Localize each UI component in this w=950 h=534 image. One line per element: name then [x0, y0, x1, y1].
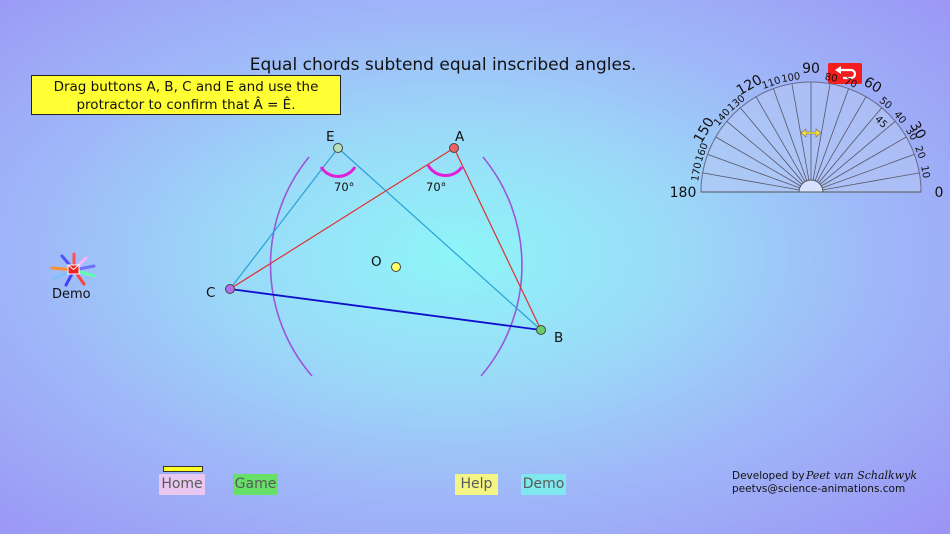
protractor-inner-label: 20 [912, 145, 927, 161]
point-e-label: E [326, 129, 335, 145]
line-e-c [229, 147, 339, 290]
demo-side-label: Demo [52, 287, 91, 302]
protractor-spoke [755, 96, 806, 182]
point-c-handle[interactable] [225, 284, 235, 294]
page-title: Equal chords subtend equal inscribed ang… [249, 55, 637, 75]
game-button[interactable]: Game [233, 474, 278, 495]
protractor-spoke [773, 88, 808, 181]
developed-by-label: Developed by [732, 470, 805, 482]
angle-e-value: 70° [334, 180, 354, 194]
line-a-b [453, 147, 542, 331]
protractor-spoke [814, 88, 849, 181]
protractor-inner-label: 100 [781, 71, 802, 85]
developer-email: peetvs@science-animations.com [732, 483, 906, 495]
angle-marker-e [319, 166, 357, 178]
demo-button[interactable]: Demo [521, 474, 566, 495]
angle-a-value: 70° [426, 180, 446, 194]
protractor-spoke [791, 83, 810, 181]
protractor-outer-label: 90 [802, 61, 820, 77]
protractor-inner-label: 80 [824, 72, 838, 85]
point-e-handle[interactable] [333, 143, 343, 153]
point-a-label: A [455, 129, 465, 145]
demo-side-button[interactable] [48, 252, 100, 288]
protractor-inner-label: 70 [843, 76, 859, 91]
circle-arc-left [269, 156, 313, 377]
line-e-b [337, 147, 542, 331]
protractor-outer-label: 180 [670, 185, 697, 201]
protractor-spoke [726, 120, 803, 185]
protractor-spoke [822, 172, 920, 191]
protractor-outer-label: 30 [906, 119, 929, 142]
protractor[interactable]: 1801501209060300102030404550708010011013… [670, 61, 944, 201]
protractor-spoke [702, 172, 800, 191]
protractor-spoke [739, 107, 804, 184]
protractor-inner-label: 10 [918, 165, 931, 179]
line-a-c [229, 147, 455, 290]
center-o-label: O [371, 254, 382, 270]
protractor-spoke [707, 154, 800, 189]
point-b-label: B [554, 330, 563, 346]
circle-arc-right [480, 156, 523, 377]
developer-name: Peet van Schalkwyk [806, 469, 918, 482]
protractor-spoke [812, 83, 831, 181]
home-indicator-bar [163, 466, 203, 472]
back-arrow-icon [835, 66, 857, 80]
protractor-outer-label: 0 [935, 185, 944, 201]
protractor-inner-label: 170 [690, 162, 704, 183]
protractor-drag-icon[interactable] [800, 127, 822, 138]
protractor-spoke [818, 107, 883, 184]
center-o-point [391, 262, 401, 272]
protractor-spoke [816, 96, 867, 182]
protractor-spoke [715, 136, 801, 187]
point-a-handle[interactable] [449, 143, 459, 153]
back-button[interactable] [828, 63, 862, 84]
point-c-label: C [206, 285, 215, 301]
demo-burst-icon [50, 252, 96, 287]
instruction-box: Drag buttons A, B, C and E and use the p… [31, 75, 341, 115]
angle-marker-a [426, 164, 464, 178]
home-button[interactable]: Home [159, 474, 205, 495]
protractor-spoke [821, 136, 907, 187]
help-button[interactable]: Help [455, 474, 498, 495]
protractor-spoke [822, 154, 915, 189]
chord-c-b [229, 288, 542, 331]
point-b-handle[interactable] [536, 325, 546, 335]
protractor-outer-label: 60 [861, 74, 884, 97]
protractor-spoke [819, 120, 896, 185]
